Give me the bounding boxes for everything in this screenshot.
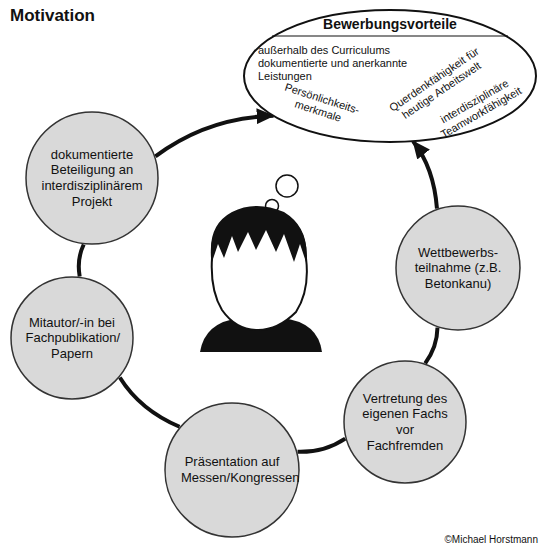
cycle-arrow xyxy=(155,116,273,156)
cycle-line xyxy=(425,328,437,364)
activity-circle: Präsentation auf Messen/Kongressen xyxy=(164,402,300,538)
cycle-line xyxy=(79,244,84,276)
cycle-arrow xyxy=(413,141,437,208)
activity-text: Präsentation auf Messen/Kongressen xyxy=(181,454,283,485)
diagram-title: Motivation xyxy=(10,6,95,26)
activity-circle: Wettbewerbs- teilnahme (z.B. Betonkanu) xyxy=(395,205,521,331)
ellipse-heading: Bewerbungsvorteile xyxy=(262,16,518,33)
copyright-note: ©Michael Horstmann xyxy=(444,534,538,545)
activity-text: Mitautor/-in bei Fachpublikation/ Papern xyxy=(26,315,119,362)
activity-circle: dokumentierte Beteiligung an interdiszip… xyxy=(25,111,159,245)
cycle-line xyxy=(120,377,180,426)
goal-ellipse: Bewerbungsvorteile außerhalb des Curricul… xyxy=(242,8,538,144)
activity-text: dokumentierte Beteiligung an interdiszip… xyxy=(42,147,143,209)
activity-text: Wettbewerbs- teilnahme (z.B. Betonkanu) xyxy=(411,245,506,292)
benefit-text: außerhalb des Curriculums dokumentierte … xyxy=(258,44,426,84)
activity-circle: Mitautor/-in bei Fachpublikation/ Papern xyxy=(10,276,134,400)
activity-text: Vertretung des eigenen Fachs vor Fachfre… xyxy=(359,391,452,453)
activity-circle: Vertretung des eigenen Fachs vor Fachfre… xyxy=(343,360,467,484)
cycle-line xyxy=(298,439,346,452)
